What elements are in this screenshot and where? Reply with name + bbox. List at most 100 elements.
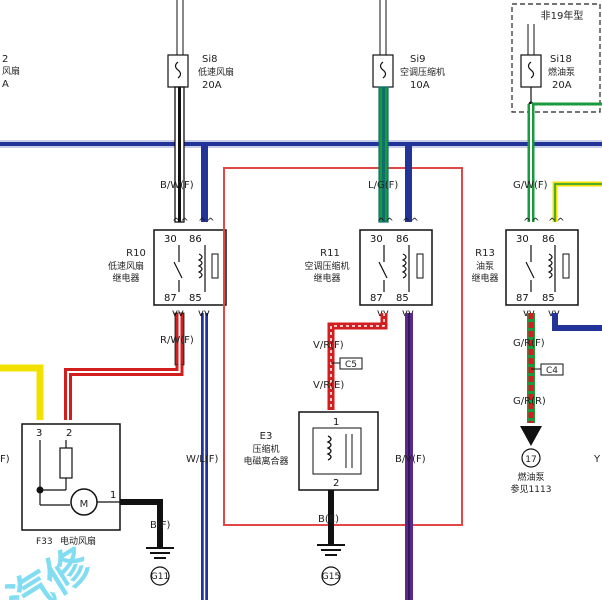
watermark: 汽修 — [0, 538, 101, 600]
wire-label-gw: G/W(F) — [513, 180, 548, 191]
relay-pin-85: 85 — [542, 293, 555, 304]
left-fuse-name: 风扇 — [2, 65, 20, 77]
wire-label-vrf: V/R(F) — [313, 340, 344, 351]
relay-pin-30: 30 — [164, 234, 177, 245]
relay-r10-name: 低速风扇 — [108, 260, 144, 272]
clutch-pin-1: 1 — [333, 417, 339, 428]
relay-pin-86: 86 — [542, 234, 555, 245]
fuse-si18-rating: 20A — [552, 80, 572, 91]
wire-label-grf: G/R(F) — [513, 338, 545, 349]
relay-coil-icon — [547, 253, 553, 279]
fuse-si8-name: 低速风扇 — [198, 66, 234, 78]
relay-r11 — [359, 229, 433, 306]
relay-r13-sub: 继电器 — [471, 272, 498, 284]
fuse-si9-id: Si9 — [410, 54, 426, 65]
svg-text:^^: ^^ — [172, 217, 189, 228]
svg-text:vv: vv — [198, 308, 210, 319]
watermark-text: 汽修 — [0, 538, 101, 600]
fuse-si8-rating: 20A — [202, 80, 222, 91]
wire-label-rw: R/W(F) — [160, 335, 194, 346]
fuse-icon — [527, 61, 535, 79]
fuse-si18-id: Si18 — [550, 54, 572, 65]
highlight-box — [223, 167, 463, 526]
ground-g15 — [321, 566, 341, 586]
bus-blue — [0, 142, 602, 146]
arrow-down-icon — [520, 426, 542, 446]
fuel-pump-ref-page: 参见1113 — [511, 483, 552, 495]
connector-c4-label: C4 — [546, 366, 558, 376]
wire-blue-right — [552, 313, 602, 331]
relay-coil-icon — [197, 253, 203, 279]
fan-motor-id: F33 — [36, 537, 53, 547]
fan-motor-f33: 3 2 M 1 F33 电动风扇 B(F) G11 — [21, 423, 174, 586]
wire-black-b — [120, 499, 163, 548]
wire-label-bf: B(F) — [150, 520, 171, 531]
relay-pin-30: 30 — [516, 234, 529, 245]
fan-resistor — [59, 447, 73, 479]
relay-pin-30: 30 — [370, 234, 383, 245]
relay-r11-name: 空调压缩机 — [304, 260, 349, 272]
relay-coil-icon — [401, 253, 407, 279]
connector-c5-label: C5 — [345, 360, 357, 370]
fuse-si9-rating: 10A — [410, 80, 430, 91]
motor-label: M — [80, 499, 89, 510]
column-ac-compressor: Si9 空调压缩机 10A L/G(F) 30 86 87 85 R11 空调压… — [223, 0, 463, 600]
fuse-si8-id: Si8 — [202, 54, 218, 65]
fan-pin-3: 3 — [36, 428, 42, 439]
fuse-si18-name: 燃油泵 — [548, 66, 575, 78]
variant-box — [511, 3, 601, 113]
svg-text:^^: ^^ — [402, 217, 419, 228]
left-fuse-rating: A — [2, 79, 9, 90]
column-fuel-pump: Si18 燃油泵 20A G/W(F) 30 86 87 85 R13 油泵 继… — [471, 24, 602, 495]
wire-label-vre: V/R(E) — [313, 380, 344, 391]
wire-yellow — [0, 364, 44, 420]
relay-pin-85: 85 — [396, 293, 409, 304]
wire-blue-86b — [405, 142, 412, 222]
clutch-coil-icon — [326, 435, 332, 461]
ground-g11-label: G11 — [151, 572, 169, 582]
relay-r13-id: R13 — [475, 248, 495, 259]
relay-r10 — [153, 229, 227, 306]
wire-label-be: B(E) — [318, 514, 339, 525]
ground-g15-label: G15 — [322, 572, 340, 582]
relay-pin-87: 87 — [164, 293, 177, 304]
wire-label-lg: L/G(F) — [368, 180, 398, 191]
clutch-id: E3 — [260, 431, 273, 442]
wire-label-grr: G/R(R) — [513, 396, 546, 407]
fuse-icon — [174, 61, 182, 79]
relay-pin-87: 87 — [516, 293, 529, 304]
relay-r13 — [505, 229, 579, 306]
wire-label-bv: B/V(F) — [395, 454, 426, 465]
variant-label: 非19年型 — [541, 9, 584, 22]
fuse-si9 — [372, 54, 394, 88]
relay-r11-id: R11 — [320, 248, 340, 259]
relay-pin-87: 87 — [370, 293, 383, 304]
wire-label-bw: B/W(F) — [160, 180, 194, 191]
clutch-pin-2: 2 — [333, 478, 339, 489]
svg-text:vv: vv — [172, 308, 184, 319]
svg-text:^^: ^^ — [548, 217, 565, 228]
ground-g11 — [150, 566, 170, 586]
relay-pin-86: 86 — [189, 234, 202, 245]
fuel-pump-ref-name: 燃油泵 — [517, 471, 544, 483]
fan-pin-2: 2 — [66, 428, 72, 439]
fuse-icon — [379, 61, 387, 79]
fan-motor-name: 电动风扇 — [60, 535, 96, 547]
relay-pin-86: 86 — [396, 234, 409, 245]
left-fuse-id: 2 — [2, 54, 8, 65]
clutch-name-1: 压缩机 — [252, 443, 279, 455]
fuse-si9-name: 空调压缩机 — [400, 66, 445, 78]
compressor-clutch-e3 — [298, 411, 379, 491]
busbars — [0, 140, 602, 148]
relay-r11-sub: 继电器 — [313, 272, 340, 284]
svg-text:^^: ^^ — [377, 217, 394, 228]
fuse-si8 — [167, 54, 189, 88]
clutch-name-2: 电磁离合器 — [243, 455, 288, 467]
relay-r10-id: R10 — [126, 248, 146, 259]
relay-pin-85: 85 — [189, 293, 202, 304]
wire-blue-86 — [201, 142, 208, 222]
svg-text:^^: ^^ — [523, 217, 540, 228]
fuel-pump-ref-num — [521, 448, 541, 468]
svg-text:^^: ^^ — [198, 217, 215, 228]
